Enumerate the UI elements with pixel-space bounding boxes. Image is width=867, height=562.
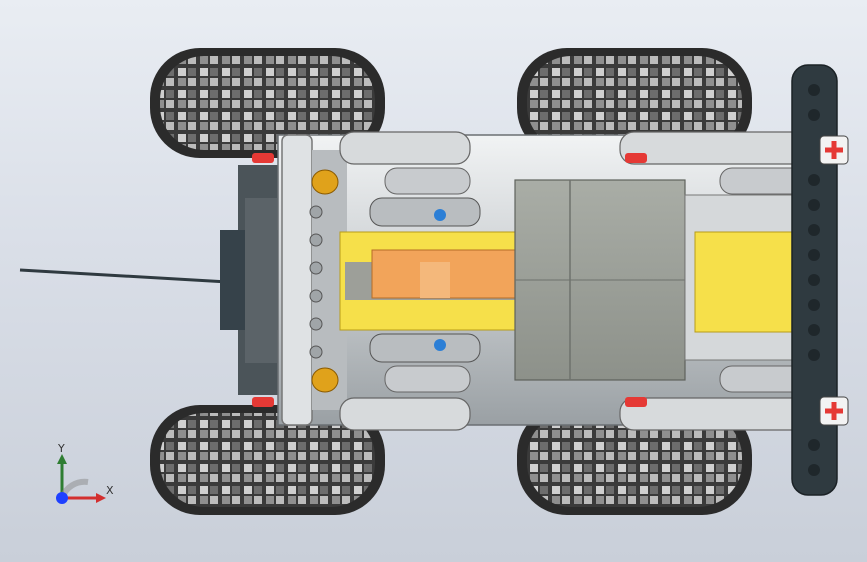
axis-x-label: X bbox=[106, 484, 114, 497]
antenna bbox=[19, 268, 243, 293]
axle-chain bbox=[309, 205, 323, 359]
tire-front-right bbox=[150, 405, 385, 515]
rear-beam bbox=[791, 64, 849, 496]
front-bumper bbox=[220, 165, 283, 395]
tire-front-left bbox=[150, 48, 385, 158]
coordinate-triad: Y X bbox=[56, 442, 114, 504]
accent-gold-connectors bbox=[311, 169, 339, 393]
tire-rear-left bbox=[517, 48, 752, 158]
accent-blue-pins bbox=[434, 209, 446, 351]
yellow-brick-left bbox=[339, 231, 523, 331]
accent-red-pins bbox=[252, 153, 647, 407]
axis-y-label: Y bbox=[57, 442, 65, 455]
pin-row-top bbox=[339, 131, 811, 227]
center-plate bbox=[514, 179, 686, 381]
tire-rear-right bbox=[517, 405, 752, 515]
yellow-brick-right bbox=[684, 194, 816, 361]
pin-row-bottom bbox=[339, 333, 811, 431]
